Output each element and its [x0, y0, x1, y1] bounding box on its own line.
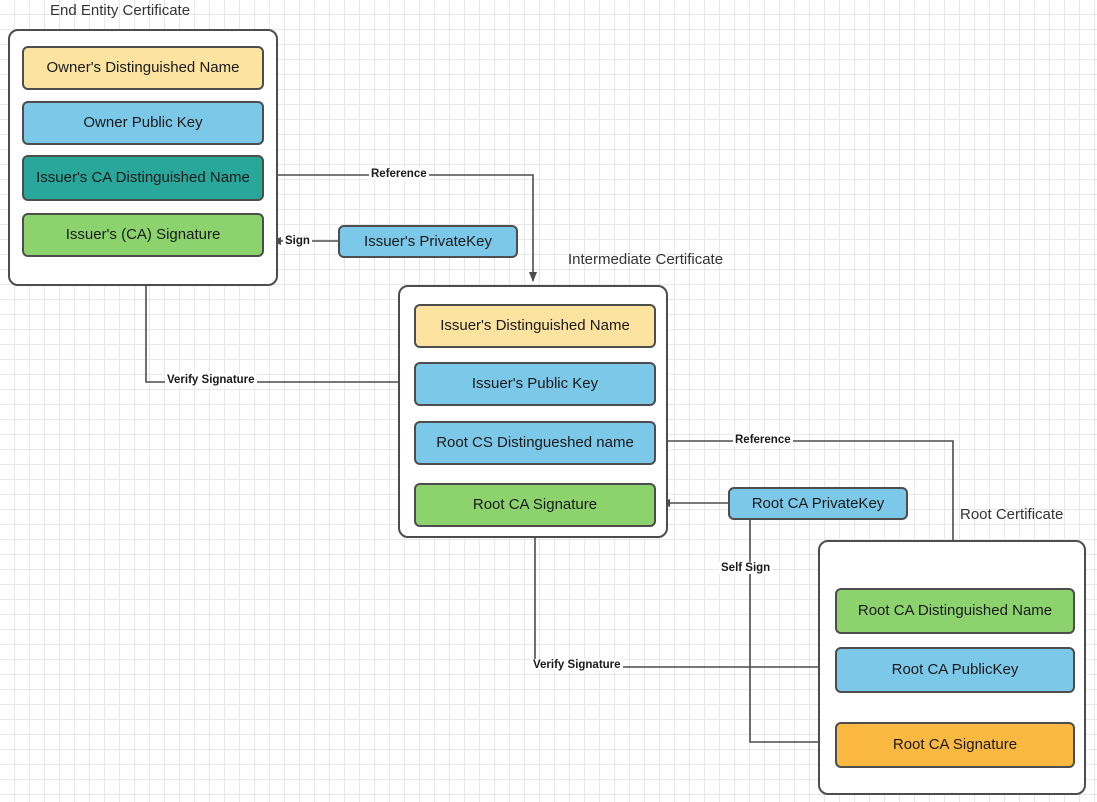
key-issuers-privatekey[interactable]: Issuer's PrivateKey: [338, 225, 518, 258]
caption-root-certificate: Root Certificate: [960, 506, 1064, 523]
edge-self-sign: [749, 520, 828, 746]
caption-end-entity-certificate: End Entity Certificate: [50, 2, 191, 19]
certificate-root[interactable]: Root CA Distinguished Name Root CA Publi…: [818, 540, 1086, 795]
edge-verify-signature-root: [531, 528, 833, 668]
field-issuers-public-key[interactable]: Issuer's Public Key: [414, 362, 656, 406]
edge-label-reference-root: Reference: [733, 434, 793, 446]
key-root-ca-privatekey[interactable]: Root CA PrivateKey: [728, 487, 908, 520]
field-issuers-ca-distinguished-name[interactable]: Issuer's CA Distinguished Name: [22, 155, 264, 201]
field-root-ca-distinguished-name[interactable]: Root CA Distinguished Name: [835, 588, 1075, 634]
edge-label-reference-top: Reference: [369, 168, 429, 180]
caption-intermediate-certificate: Intermediate Certificate: [568, 251, 724, 268]
edge-label-self-sign: Self Sign: [719, 562, 773, 574]
field-issuers-ca-signature[interactable]: Issuer's (CA) Signature: [22, 213, 264, 257]
field-intermediate-root-ca-signature[interactable]: Root CA Signature: [414, 483, 656, 527]
field-owner-public-key[interactable]: Owner Public Key: [22, 101, 264, 145]
edge-label-sign: Sign: [283, 235, 312, 247]
certificate-end-entity[interactable]: Owner's Distinguished Name Owner Public …: [8, 29, 278, 286]
edge-label-verify-signature-root: Verify Signature: [531, 659, 623, 671]
field-owners-distinguished-name[interactable]: Owner's Distinguished Name: [22, 46, 264, 90]
certificate-intermediate[interactable]: Issuer's Distinguished Name Issuer's Pub…: [398, 285, 668, 538]
field-root-ca-signature[interactable]: Root CA Signature: [835, 722, 1075, 768]
field-root-ca-publickey[interactable]: Root CA PublicKey: [835, 647, 1075, 693]
edge-label-verify-signature-intermediate: Verify Signature: [165, 374, 257, 386]
field-issuers-distinguished-name[interactable]: Issuer's Distinguished Name: [414, 304, 656, 348]
field-root-cs-distingueshed-name[interactable]: Root CS Distingueshed name: [414, 421, 656, 465]
